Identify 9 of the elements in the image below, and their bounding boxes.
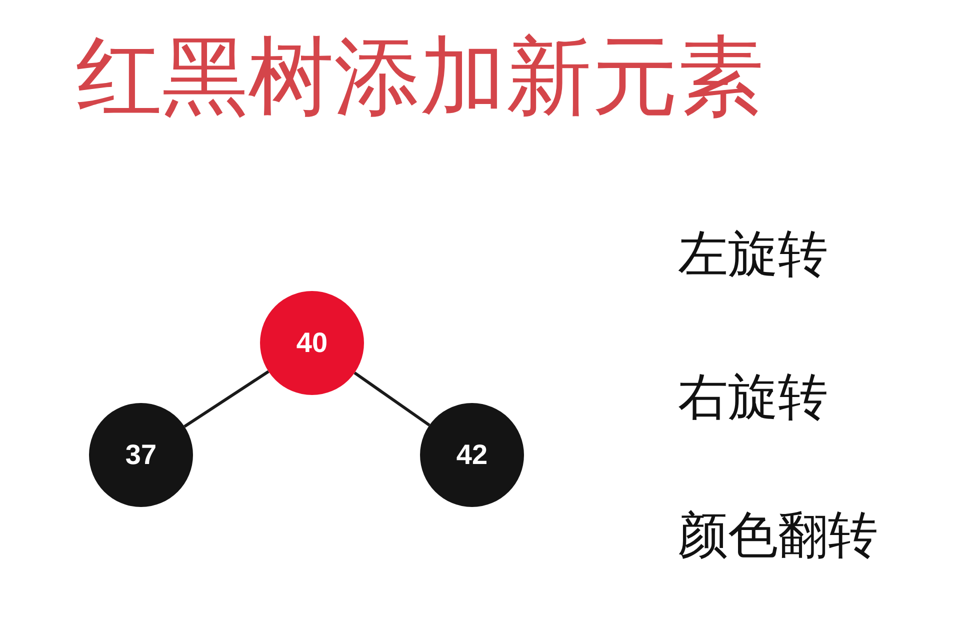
node-value: 37 <box>125 440 157 470</box>
operation-label: 颜色翻转 <box>678 507 878 564</box>
node-value: 40 <box>296 328 328 358</box>
title-text: 红黑树添加新元素 <box>76 28 764 127</box>
node-value: 42 <box>456 440 488 470</box>
operation-label: 左旋转 <box>678 226 828 284</box>
operation-label: 右旋转 <box>678 369 828 426</box>
tree-edge-line <box>184 370 270 428</box>
tree-edge-line <box>354 372 430 426</box>
